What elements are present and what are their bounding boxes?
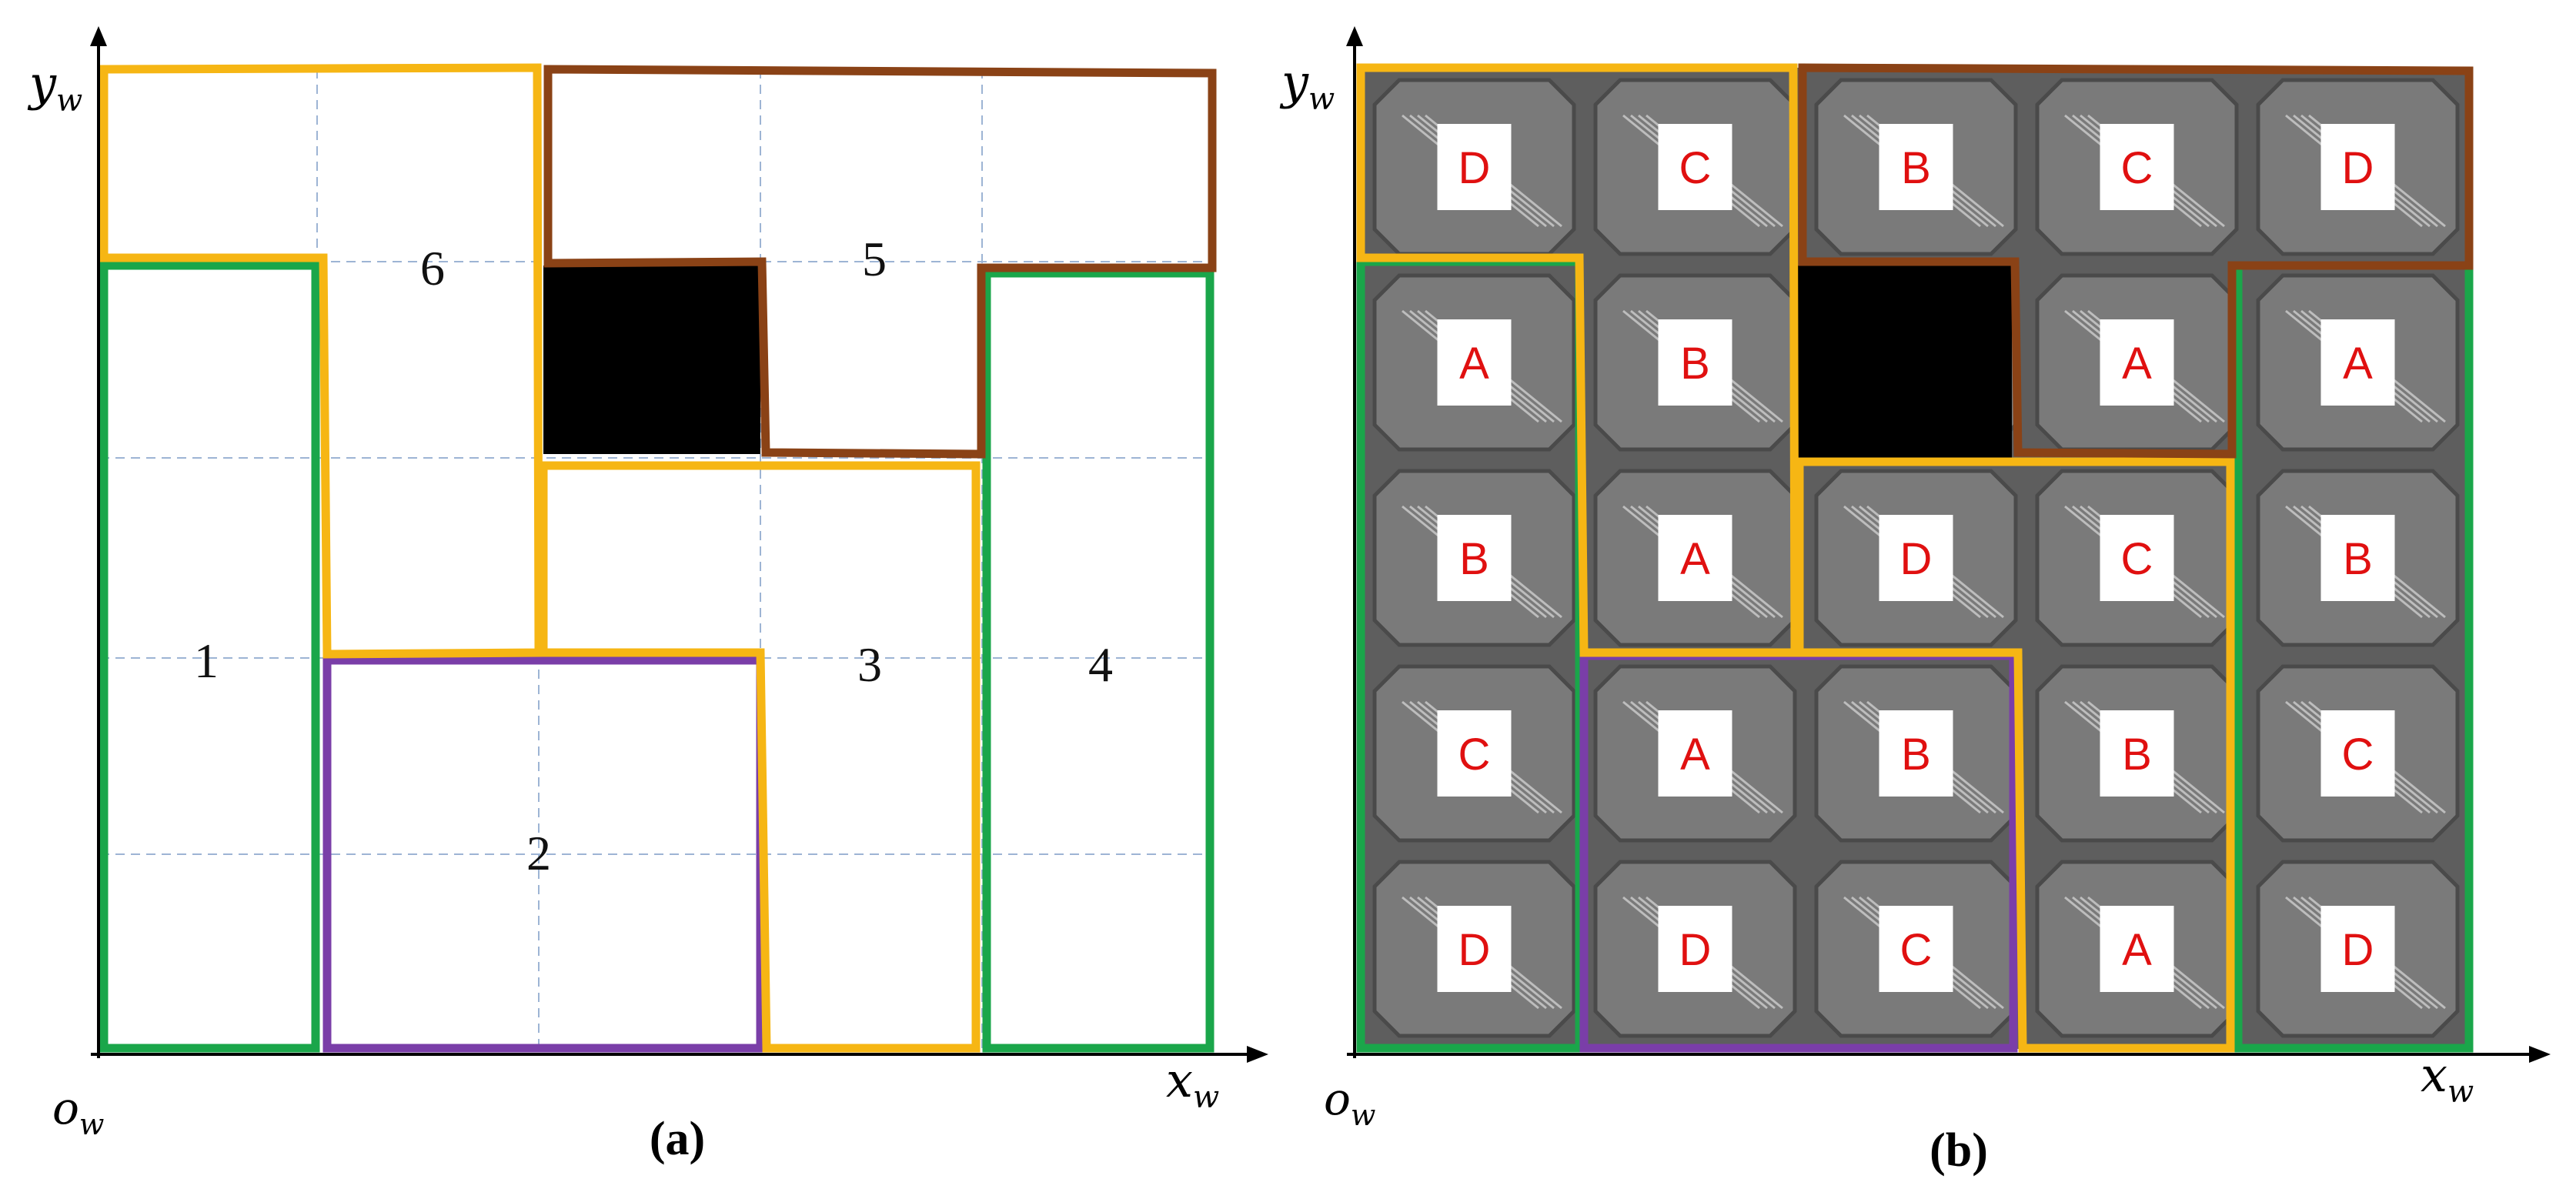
- tile: B: [2037, 666, 2237, 840]
- tile-letter: A: [2122, 339, 2152, 389]
- region-label-5: 5: [862, 232, 887, 286]
- tile-letter: C: [2121, 534, 2153, 584]
- tile: C: [2258, 666, 2457, 840]
- tile: A: [1375, 276, 1574, 449]
- tile: D: [2258, 862, 2457, 1036]
- tile: C: [1595, 80, 1795, 254]
- panel-a-axes: yw xw ow: [27, 26, 1268, 1141]
- tile: A: [2037, 276, 2237, 449]
- obstacle-block: [543, 266, 760, 454]
- obstacle-block-b: [1795, 266, 2012, 458]
- tile: C: [1375, 666, 1574, 840]
- tile-letter: C: [2342, 730, 2374, 780]
- tile-letter: C: [1458, 730, 1491, 780]
- tile-letter: D: [2342, 925, 2374, 975]
- tile-letter: D: [1458, 143, 1491, 193]
- region-label-2: 2: [526, 826, 551, 880]
- tile-letter: B: [1680, 339, 1710, 389]
- tile: D: [1595, 862, 1795, 1036]
- tile-letter: D: [1900, 534, 1933, 584]
- tile: B: [1595, 276, 1795, 449]
- tile: C: [2037, 471, 2237, 645]
- tile: A: [1595, 471, 1795, 645]
- tile-letter: B: [2343, 534, 2373, 584]
- tile: B: [1816, 80, 2016, 254]
- tile: C: [2037, 80, 2237, 254]
- tile: D: [1375, 862, 1574, 1036]
- tile: B: [1816, 666, 2016, 840]
- tile-letter: D: [2342, 143, 2374, 193]
- tile-letter: C: [1679, 143, 1712, 193]
- tile-letter: B: [1901, 730, 1931, 780]
- tile: D: [1816, 471, 2016, 645]
- panel-a: 1 2 3 4 5 6 yw xw ow (a): [27, 26, 1268, 1165]
- panel-a-y-axis-label: yw: [27, 55, 82, 119]
- panel-b: D C B C D A B A A B A D C B C A B B C D D C A D yw xw ow (b): [1279, 26, 2551, 1177]
- panel-b-x-axis-label: xw: [2421, 1047, 2474, 1110]
- panel-b-origin-label: ow: [1324, 1073, 1375, 1132]
- tile-letter: D: [1679, 925, 1712, 975]
- tile-letter: A: [2122, 925, 2152, 975]
- region-label-1: 1: [194, 633, 219, 688]
- region-label-4: 4: [1088, 637, 1113, 692]
- region-6-outline: [104, 68, 539, 654]
- panel-a-caption: (a): [650, 1113, 705, 1165]
- tile-grid: D C B C D A B A A B A D C B C A B B C D D C A D: [1375, 80, 2457, 1036]
- tile-letter: A: [1459, 339, 1489, 389]
- tile-letter: C: [1900, 925, 1933, 975]
- panel-a-x-axis-label: xw: [1166, 1052, 1219, 1115]
- tile-letter: C: [2121, 143, 2153, 193]
- panel-b-y-axis-label: yw: [1279, 54, 1335, 117]
- tile-letter: A: [1680, 730, 1710, 780]
- panel-a-origin-label: ow: [52, 1082, 104, 1141]
- region-label-6: 6: [420, 241, 445, 296]
- tile: C: [1816, 862, 2016, 1036]
- tile-letter: B: [2122, 730, 2152, 780]
- tile-letter: A: [2343, 339, 2373, 389]
- panel-b-caption: (b): [1929, 1124, 1988, 1177]
- region-label-3: 3: [857, 637, 882, 692]
- tile-letter: A: [1680, 534, 1710, 584]
- panel-a-grid: [100, 69, 1212, 1050]
- tile-letter: B: [1459, 534, 1489, 584]
- tile-letter: D: [1458, 925, 1491, 975]
- tile: B: [1375, 471, 1574, 645]
- tile-letter: B: [1901, 143, 1931, 193]
- tile: A: [1595, 666, 1795, 840]
- tile: A: [2258, 276, 2457, 449]
- tile: B: [2258, 471, 2457, 645]
- tile: A: [2037, 862, 2237, 1036]
- tile: D: [1375, 80, 1574, 254]
- tile: D: [2258, 80, 2457, 254]
